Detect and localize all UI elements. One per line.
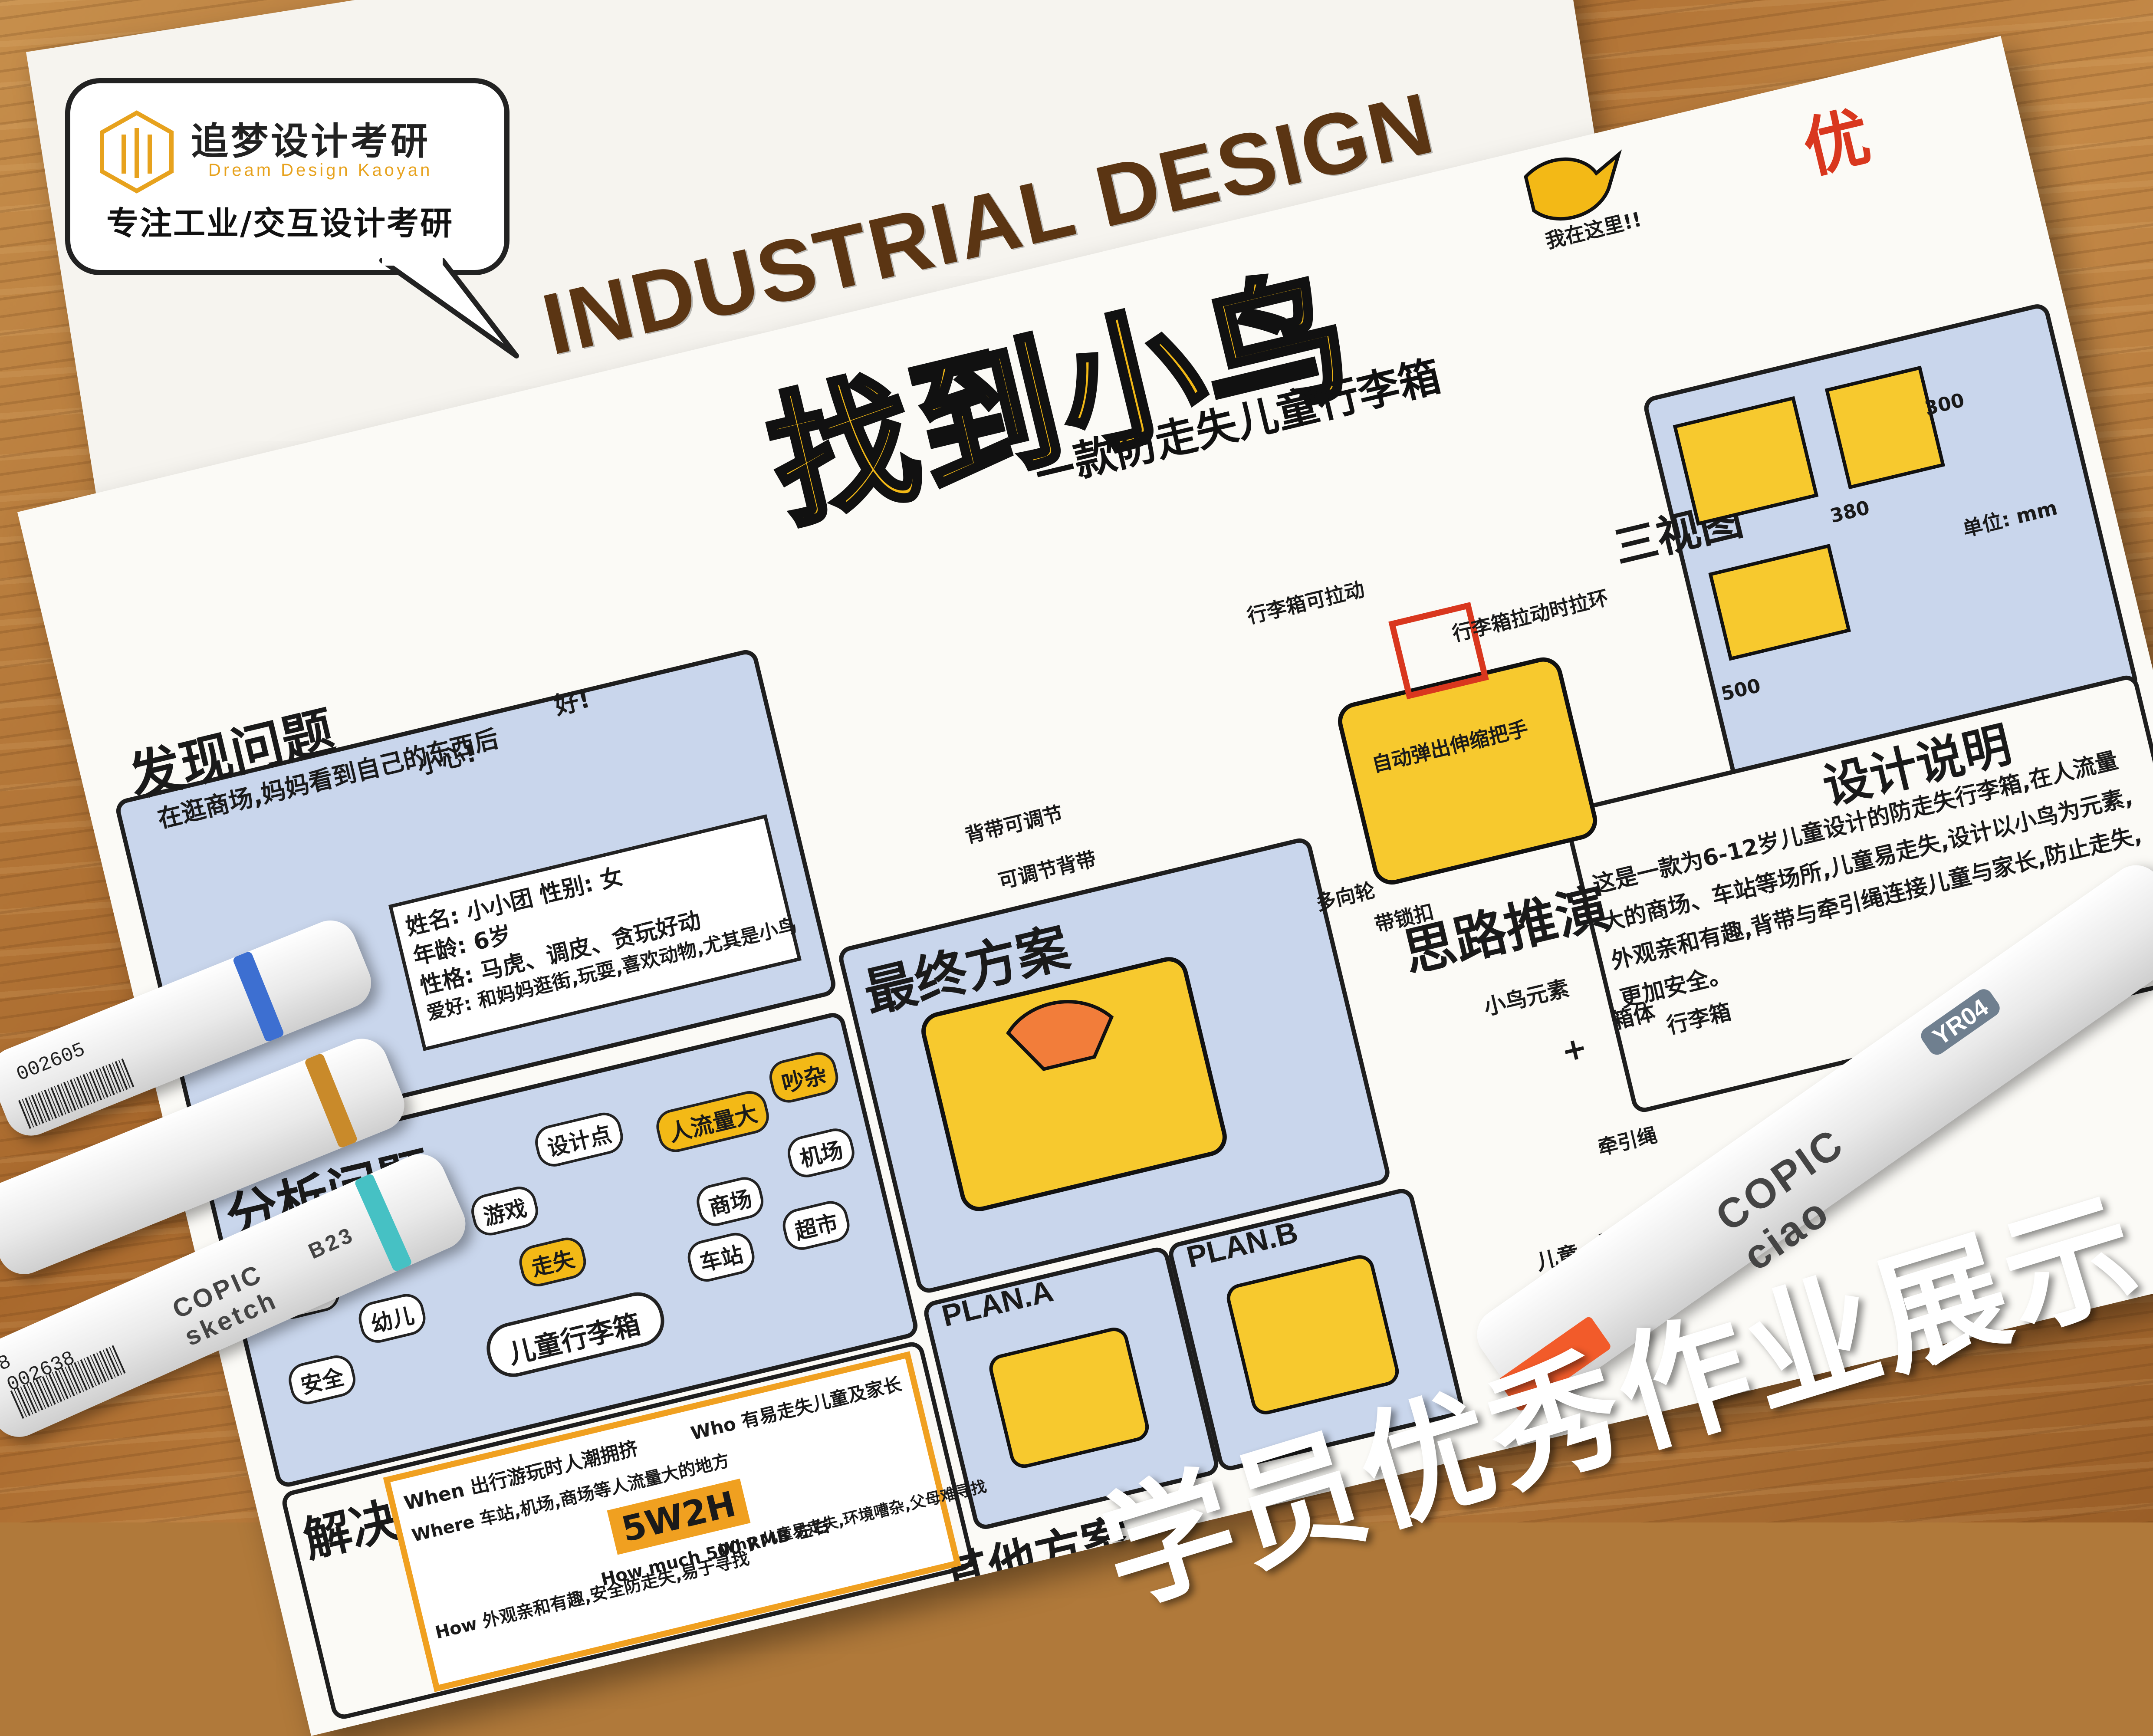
main-suitcase-drawing [1338, 602, 1597, 885]
plan-a-drawing [989, 1328, 1149, 1468]
suitcase-illustrations [921, 149, 1946, 1468]
three-view-drawings [1673, 365, 1946, 661]
logo-name: 追梦设计考研 [191, 120, 431, 163]
logo-speech-bubble [65, 78, 509, 275]
final-suitcase-drawing [921, 957, 1227, 1211]
plan-b-drawing [1226, 1255, 1399, 1414]
poster-sheet: 找到小鸟 —款防走失儿童行李箱 优 发现问题 分析问题 解决问题 最终方案 思路… [17, 36, 2153, 1736]
logo-english-name: Dream Design Kaoyan [208, 161, 433, 180]
logo-icon [100, 110, 174, 194]
logo-tagline: 专注工业/交互设计考研 [106, 205, 454, 242]
bird-icon [1524, 149, 1622, 221]
